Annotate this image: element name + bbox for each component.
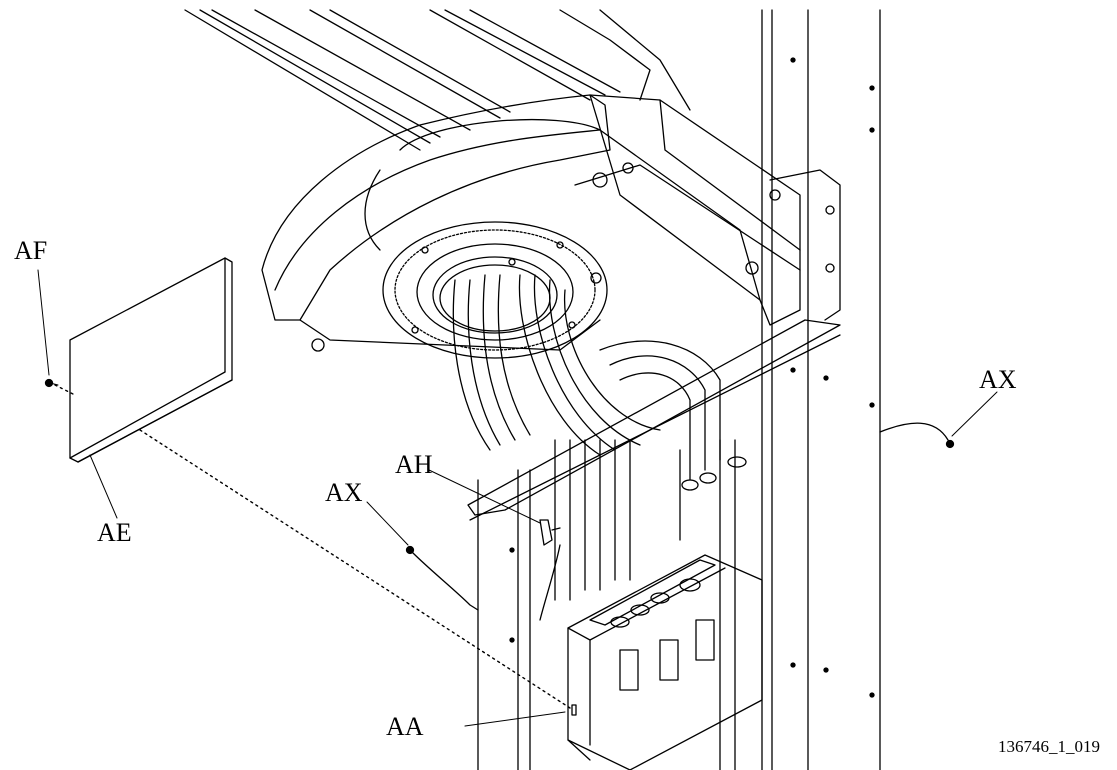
vertical-column [761, 9, 881, 770]
callout-ah: AH [395, 450, 433, 479]
rotary-housing [261, 94, 611, 351]
callout-ax-left: AX [325, 478, 363, 507]
screw-af [44, 378, 59, 388]
callout-ax-right: AX [979, 365, 1017, 394]
junction-box [567, 554, 763, 770]
callout-af: AF [14, 236, 48, 265]
cross-beam [467, 319, 841, 521]
component-ah [539, 519, 561, 546]
hose-bundle [452, 274, 747, 601]
ceiling-rails [184, 9, 691, 151]
figure-id: 136746_1_019 [998, 737, 1100, 756]
assembly-paths [54, 384, 571, 709]
mounting-bracket [311, 94, 841, 352]
ground-wires [405, 422, 955, 621]
panel-ae [69, 257, 233, 463]
callout-ae: AE [97, 518, 132, 547]
leader-lines [37, 269, 998, 727]
callout-aa: AA [386, 712, 424, 741]
slew-ring [382, 221, 608, 359]
lower-frame [477, 439, 736, 770]
